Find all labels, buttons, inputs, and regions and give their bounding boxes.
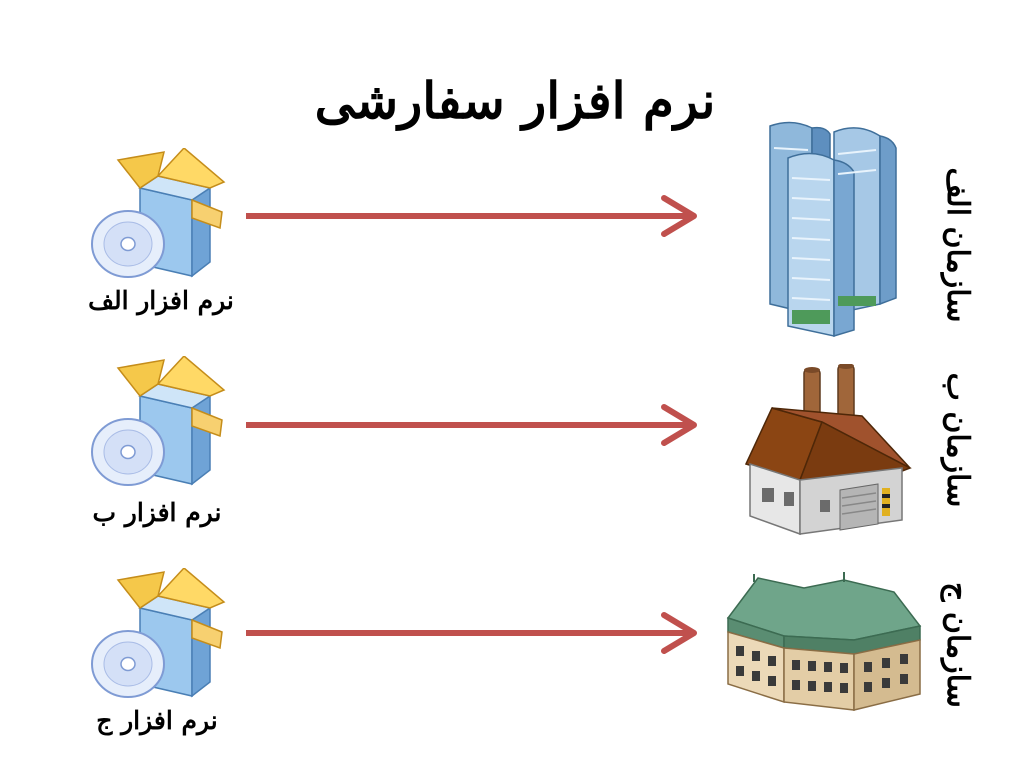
organization-label: سازمان ب bbox=[940, 372, 975, 508]
government-building-icon bbox=[726, 572, 922, 711]
slide-title: نرم افزار سفارشی bbox=[314, 71, 716, 130]
software-label: نرم افزار ج bbox=[96, 706, 218, 735]
software-label: نرم افزار ب bbox=[92, 498, 222, 527]
arrow bbox=[246, 612, 697, 654]
software-box-cd-icon bbox=[91, 568, 226, 698]
skyscraper-icon bbox=[769, 121, 897, 338]
software-label: نرم افزار الف bbox=[88, 286, 234, 315]
arrow bbox=[246, 404, 697, 446]
arrow bbox=[246, 195, 697, 237]
organization-label: سازمان الف bbox=[940, 167, 975, 323]
organization-label: سازمان ج bbox=[940, 582, 975, 708]
software-box-cd-icon bbox=[91, 356, 226, 486]
software-box-cd-icon bbox=[91, 148, 226, 278]
factory-icon bbox=[744, 364, 912, 536]
